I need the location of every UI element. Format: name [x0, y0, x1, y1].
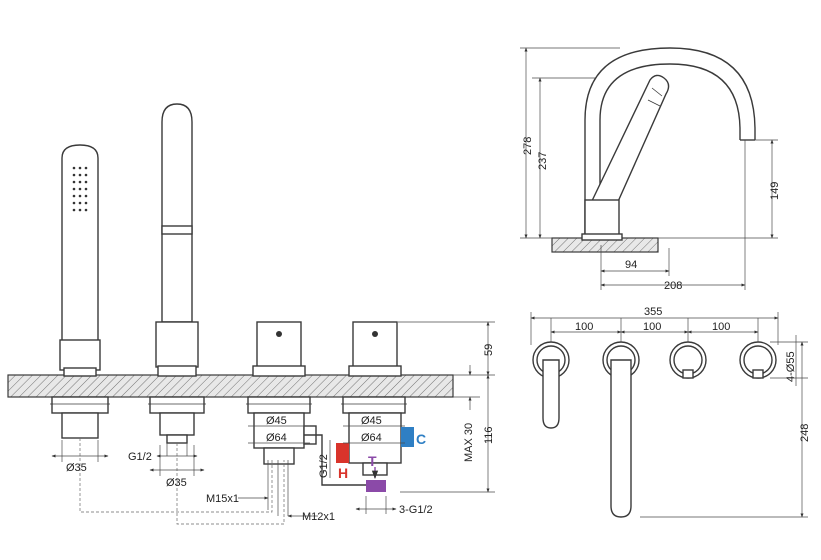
label-h237: 237 [537, 152, 549, 170]
label-h278: 278 [522, 137, 534, 155]
label-d35-mid: Ø35 [166, 477, 187, 489]
label-w94: 94 [625, 259, 637, 271]
label-h116: 116 [483, 426, 495, 444]
marker-hot: H [338, 465, 348, 481]
cold-inlet [401, 427, 414, 447]
valve-hot [246, 321, 317, 465]
valve-cold [341, 321, 407, 476]
label-d45-a: Ø45 [266, 415, 287, 427]
label-d35-left: Ø35 [66, 462, 87, 474]
side-view [520, 47, 778, 290]
label-s100a: 100 [575, 321, 593, 333]
label-h248: 248 [799, 424, 811, 442]
label-d64-a: Ø64 [266, 432, 287, 444]
label-w208: 208 [664, 280, 682, 292]
label-w355: 355 [644, 306, 662, 318]
marker-outlet: T [368, 453, 377, 469]
label-d45-b: Ø45 [361, 415, 382, 427]
label-max30: MAX 30 [463, 423, 475, 462]
marker-cold: C [416, 431, 426, 447]
deck-section [7, 374, 454, 398]
spray-holes [72, 166, 88, 212]
outlet-port [366, 480, 386, 492]
label-g12-3: 3-G1/2 [399, 504, 433, 516]
spout-arc [584, 47, 756, 238]
label-h149: 149 [769, 182, 781, 200]
label-g12-side: G1/2 [318, 454, 330, 478]
label-m12: M12x1 [302, 511, 335, 523]
label-m15: M15x1 [206, 493, 239, 505]
top-view [530, 312, 808, 518]
hand-shower [50, 144, 110, 439]
label-h59: 59 [483, 344, 495, 356]
front-view [7, 103, 495, 525]
hot-inlet [336, 443, 349, 463]
label-s100c: 100 [712, 321, 730, 333]
side-hand-shower [589, 74, 670, 216]
spout [148, 103, 206, 444]
label-s100b: 100 [643, 321, 661, 333]
label-g12-left: G1/2 [128, 451, 152, 463]
label-holes: 4-Ø55 [785, 351, 797, 382]
label-d64-b: Ø64 [361, 432, 382, 444]
